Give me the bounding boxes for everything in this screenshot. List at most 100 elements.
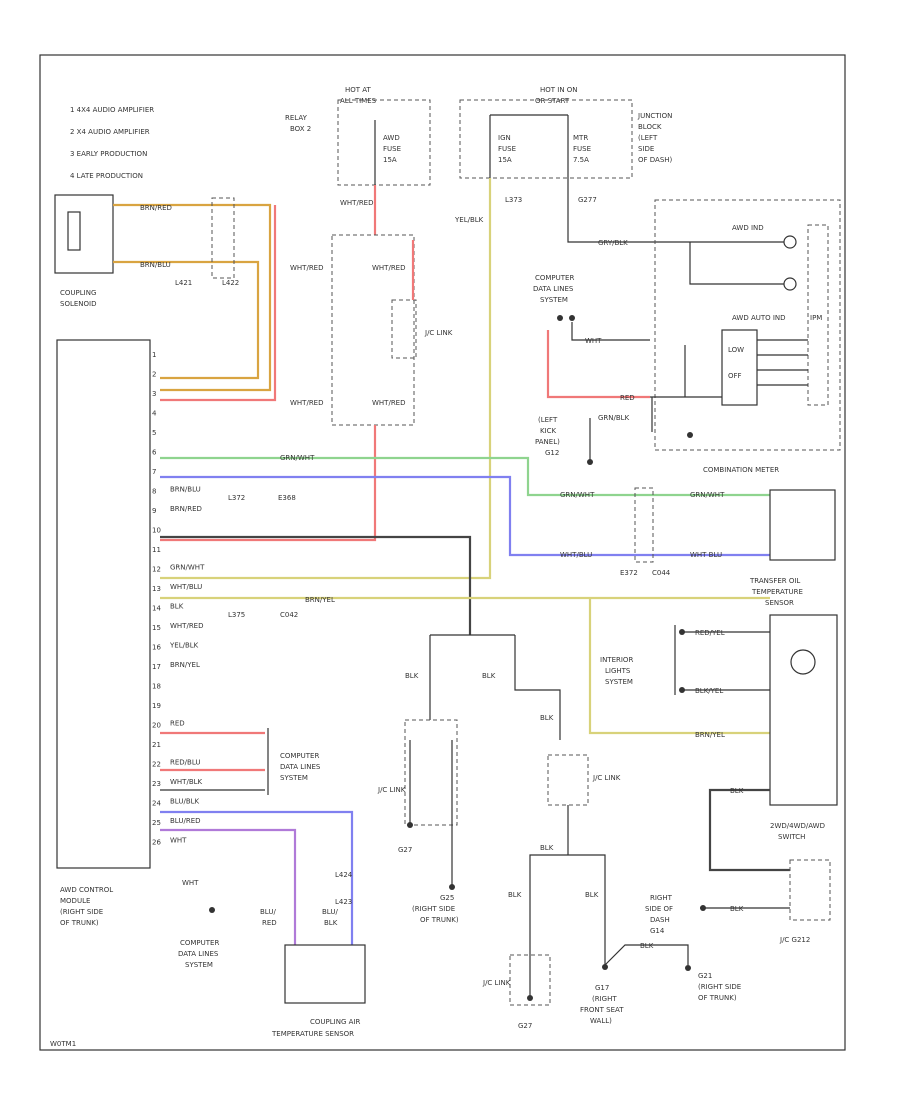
junction-label-4: SIDE bbox=[638, 145, 654, 153]
interior-wires bbox=[682, 631, 770, 691]
right-dash-4: G14 bbox=[650, 927, 665, 935]
jc-link-4-box bbox=[509, 954, 551, 1006]
left-kick-panel-ground: (LEFT KICK PANEL) G12 GRN/BLK bbox=[535, 414, 630, 465]
wire-label-wht-m: WHT bbox=[585, 337, 602, 345]
cdl-bottom-1: COMPUTER bbox=[180, 939, 219, 947]
module-pin-5: 5 bbox=[152, 429, 156, 437]
wire-label-blk-a: BLK bbox=[405, 672, 419, 680]
module-pin-label-17: BRN/YEL bbox=[170, 661, 200, 669]
connector-l424: L424 bbox=[335, 871, 353, 879]
g25-label-1: G25 bbox=[440, 894, 454, 902]
module-pin-3: 3 bbox=[152, 390, 156, 398]
figure-code: W0TM1 bbox=[50, 1040, 76, 1048]
fuse-mtr-3: 7.5A bbox=[573, 156, 589, 164]
cdl-top-3: SYSTEM bbox=[540, 296, 568, 304]
g27-label: G27 bbox=[398, 846, 412, 854]
cdl-top-1: COMPUTER bbox=[535, 274, 574, 282]
wire-label-brn-blu-1: BRN/BLU bbox=[140, 261, 171, 269]
wire-blk-main bbox=[160, 535, 472, 635]
low-label: LOW bbox=[728, 346, 744, 354]
g27-ground-dot bbox=[407, 822, 413, 828]
module-pin-label-8: BRN/BLU bbox=[170, 486, 201, 494]
fuse-ign-2: FUSE bbox=[498, 145, 516, 153]
module-pin-26: 26 bbox=[152, 839, 161, 847]
module-pin-label-14: BLK bbox=[170, 603, 184, 611]
module-pin-20: 20 bbox=[152, 722, 161, 730]
junction-label-1: JUNCTION bbox=[637, 112, 672, 120]
connector-e372-c044 bbox=[634, 487, 654, 563]
awd-switch-box bbox=[769, 614, 838, 806]
module-pin-2: 2 bbox=[152, 371, 156, 379]
note-4: 4 LATE PRODUCTION bbox=[70, 172, 143, 180]
connector-l423: L423 bbox=[335, 898, 352, 906]
module-pin-17: 17 bbox=[152, 663, 161, 671]
right-dash-3: DASH bbox=[650, 916, 670, 924]
g27b-label: G27 bbox=[518, 1022, 532, 1030]
wire-gry-blk bbox=[567, 178, 690, 243]
g21-ground-dot bbox=[685, 965, 691, 971]
jc-link-3-box bbox=[547, 754, 589, 806]
cdl-dot-1 bbox=[557, 315, 563, 321]
jc-link-3-label: J/C LINK bbox=[592, 774, 621, 782]
wire-grn-wht bbox=[160, 456, 770, 497]
module-pin-8: 8 bbox=[152, 488, 156, 496]
module-pin-label-22: RED/BLU bbox=[170, 759, 201, 767]
combination-meter-outline bbox=[654, 199, 841, 451]
module-pin-12: 12 bbox=[152, 566, 161, 574]
module-pin-9: 9 bbox=[152, 507, 156, 515]
junction-block: HOT IN ON OR START JUNCTION BLOCK (LEFT … bbox=[459, 86, 673, 179]
jc-g212-label: J/C G212 bbox=[779, 936, 810, 944]
wire-brn-blu-solenoid bbox=[113, 260, 260, 380]
off-label: OFF bbox=[728, 372, 742, 380]
cdl-bottom-2: DATA LINES bbox=[178, 950, 219, 958]
awd-control-module-box bbox=[56, 339, 151, 869]
module-pin-label-12: GRN/WHT bbox=[170, 564, 205, 572]
g17-ground-dot bbox=[602, 964, 608, 970]
fuse-awd-2: FUSE bbox=[383, 145, 401, 153]
module-pin-4: 4 bbox=[152, 410, 157, 418]
wire-label-blk-e: BLK bbox=[508, 891, 522, 899]
junction-label-3: (LEFT bbox=[638, 134, 658, 142]
g21-label-3: OF TRUNK) bbox=[698, 994, 737, 1002]
combination-meter: COMBINATION METER AWD IND AWD AUTO IND L… bbox=[650, 199, 841, 474]
awd-module-label-2: MODULE bbox=[60, 897, 90, 905]
connector-l375: L375 bbox=[228, 611, 245, 619]
wire-label-blk-switch: BLK bbox=[730, 787, 744, 795]
ground-tree-top bbox=[429, 634, 561, 740]
wire-label-brn-red-1: BRN/RED bbox=[140, 204, 172, 212]
wire-blk-switch bbox=[708, 788, 790, 872]
wire-red-data-line bbox=[546, 330, 650, 399]
wire-label-wht-1: WHT bbox=[182, 879, 199, 887]
hot-at-all-times-2: ALL TIMES bbox=[340, 97, 377, 105]
cdl-dot-2 bbox=[569, 315, 575, 321]
module-pin-18: 18 bbox=[152, 683, 161, 691]
right-dash-1: RIGHT bbox=[650, 894, 673, 902]
solenoid-coil-icon bbox=[67, 211, 81, 251]
junction-block-outline bbox=[459, 99, 633, 179]
module-pin-label-20: RED bbox=[170, 720, 185, 728]
wire-label-blk-c: BLK bbox=[540, 714, 554, 722]
switch-lamp-icon bbox=[790, 649, 816, 675]
awd-switch-2: SWITCH bbox=[778, 833, 805, 841]
wire-label-red-m: RED bbox=[620, 394, 635, 402]
transfer-label-3: SENSOR bbox=[765, 599, 794, 607]
connector-l373: L373 bbox=[505, 196, 522, 204]
awd-module-label-1: AWD CONTROL bbox=[60, 886, 113, 894]
wire-label-grn-blk: GRN/BLK bbox=[598, 414, 630, 422]
wire-label-wht-blu-3: WHT BLU bbox=[690, 551, 722, 559]
right-dash-2: SIDE OF bbox=[645, 905, 673, 913]
fuse-ign-3: 15A bbox=[498, 156, 512, 164]
connector-l421: L421 bbox=[175, 279, 192, 287]
coupling-solenoid-box bbox=[54, 194, 114, 274]
diagram-border bbox=[39, 54, 846, 1051]
wire-wht-data-line bbox=[571, 322, 650, 341]
g17-label-1: G17 bbox=[595, 984, 609, 992]
g17-label-4: WALL) bbox=[590, 1017, 612, 1025]
interior-2: LIGHTS bbox=[605, 667, 631, 675]
wire-label-wht-red-e: WHT/RED bbox=[372, 399, 406, 407]
g25-label-3: OF TRUNK) bbox=[420, 916, 459, 924]
jc-link-2-label: J/C LINK bbox=[377, 786, 406, 794]
cdl-mid-1: COMPUTER bbox=[280, 752, 319, 760]
transfer-oil-sensor: TRANSFER OIL TEMPERATURE SENSOR bbox=[749, 489, 836, 607]
